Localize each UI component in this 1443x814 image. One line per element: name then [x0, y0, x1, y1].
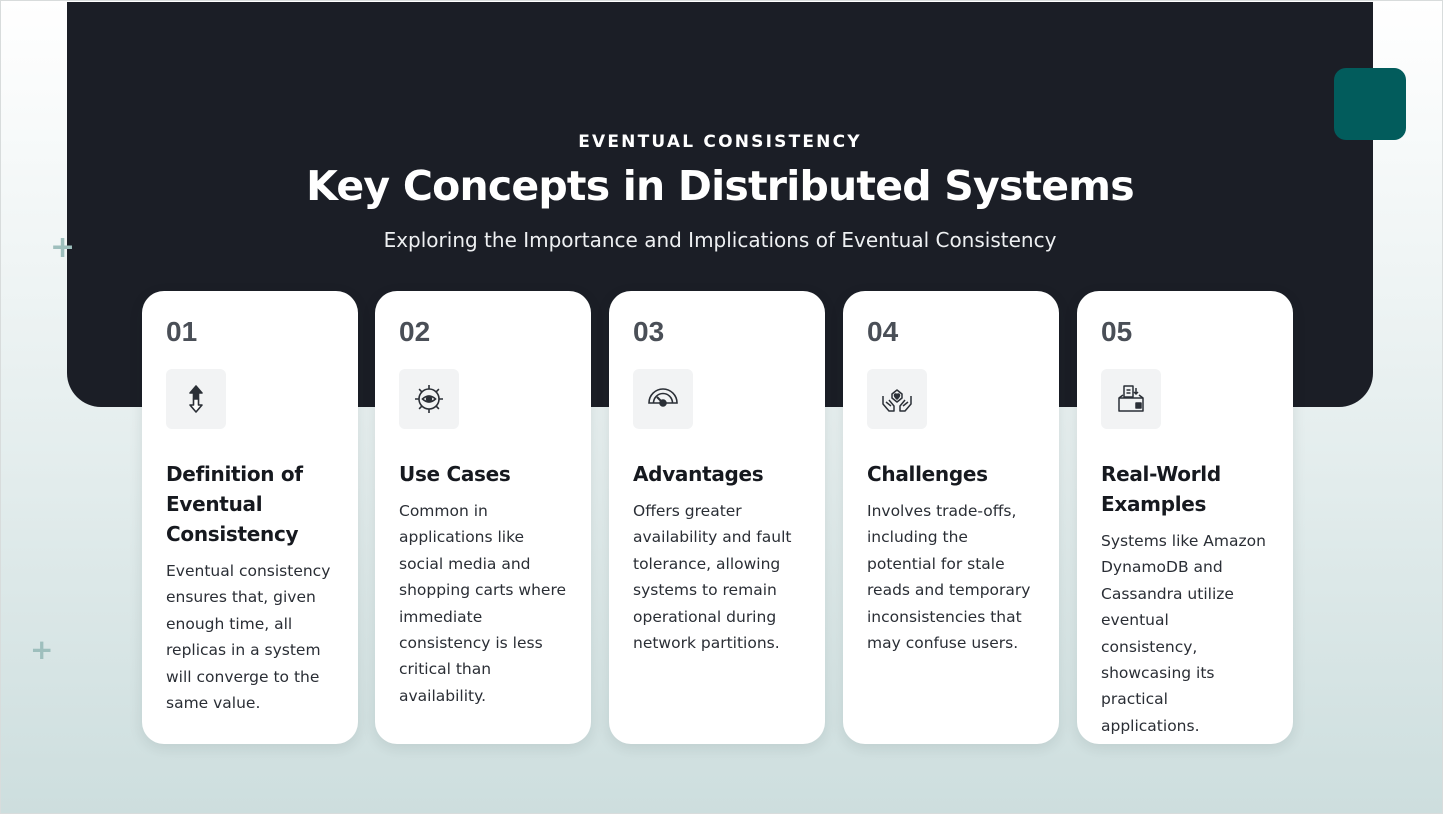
card-description: Involves trade-offs, including the poten… — [867, 502, 1031, 653]
card-title: Real-World Examples — [1101, 462, 1221, 516]
concept-card-definition: 01 Definition of Eventual Consistency Ev… — [142, 291, 358, 744]
accent-square — [1334, 68, 1406, 140]
card-number: 01 — [166, 316, 198, 347]
card-description: Offers greater availability and fault to… — [633, 502, 792, 653]
card-title: Definition of Eventual Consistency — [166, 462, 303, 546]
concept-card-advantages: 03 Advantages Offers greater availabilit… — [609, 291, 825, 744]
page-subtitle: Exploring the Importance and Implication… — [383, 228, 1057, 252]
plus-decoration: + — [30, 633, 54, 666]
box-document-icon — [1101, 369, 1161, 429]
plus-decoration: + — [50, 230, 76, 265]
arrows-up-down-icon — [166, 369, 226, 429]
card-description: Eventual consistency ensures that, given… — [166, 562, 331, 713]
gauge-icon — [633, 369, 693, 429]
card-number: 02 — [399, 316, 431, 347]
concept-card-use-cases: 02 Use Cases Common in applications like… — [375, 291, 591, 744]
card-title: Advantages — [633, 462, 764, 486]
card-title: Challenges — [867, 462, 988, 486]
card-number: 05 — [1101, 316, 1133, 347]
card-description: Systems like Amazon DynamoDB and Cassand… — [1101, 532, 1266, 735]
card-number: 03 — [633, 316, 665, 347]
card-number: 04 — [867, 316, 899, 347]
concept-card-challenges: 04 Challenges Involves trade-offs, inclu… — [843, 291, 1059, 744]
gear-eye-icon — [399, 369, 459, 429]
hands-heart-icon — [867, 369, 927, 429]
card-description: Common in applications like social media… — [399, 502, 567, 705]
card-title: Use Cases — [399, 462, 511, 486]
concept-card-real-world: 05 Real-World Examples Systems like Amaz… — [1077, 291, 1293, 744]
page-title: Key Concepts in Distributed Systems — [306, 162, 1134, 210]
section-kicker: EVENTUAL CONSISTENCY — [578, 132, 862, 152]
